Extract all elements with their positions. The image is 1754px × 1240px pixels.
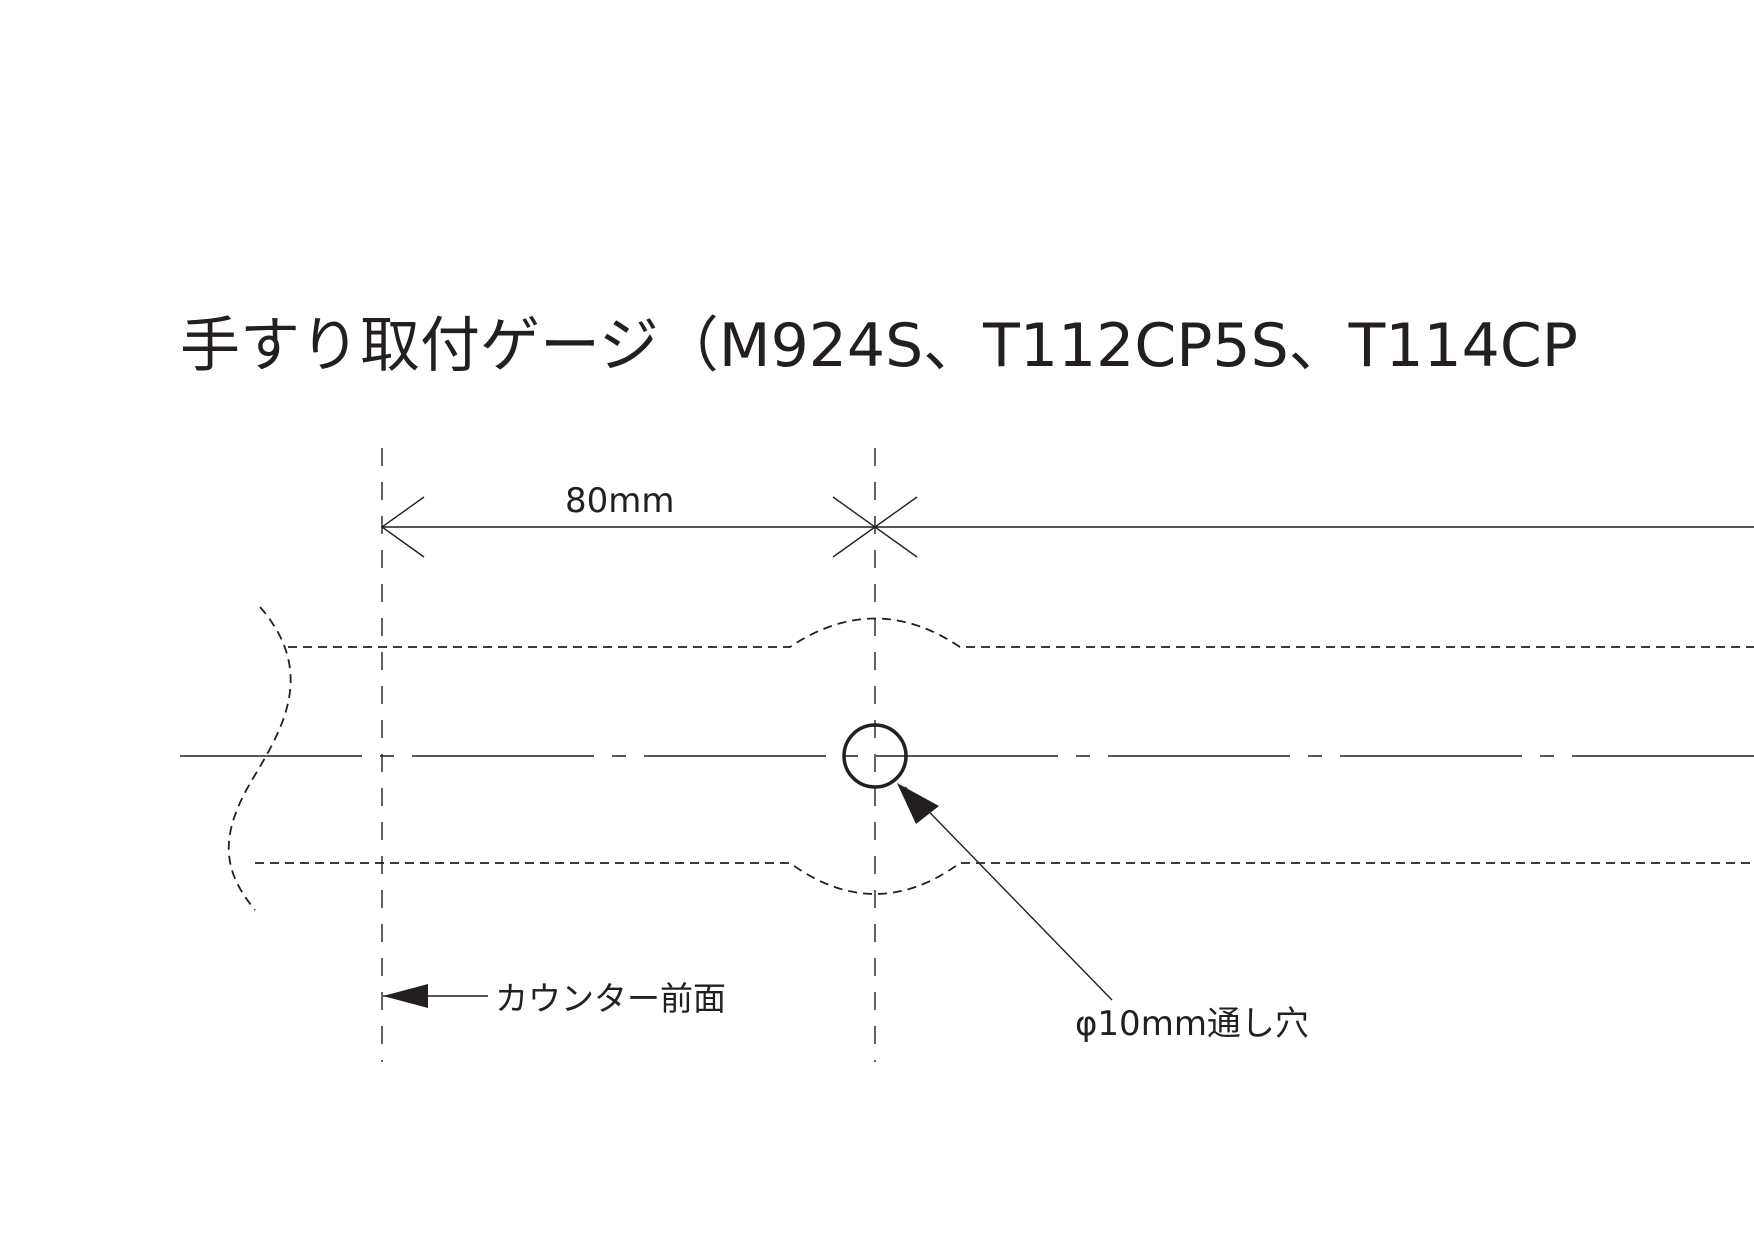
hole-leader-arrowhead xyxy=(897,783,939,824)
dimension-label: 80mm xyxy=(565,481,675,521)
dimension-arrow-left xyxy=(380,496,425,558)
handrail-top-edge xyxy=(288,617,1754,648)
break-line xyxy=(227,606,292,911)
counter-front-label: カウンター前面 xyxy=(495,979,726,1018)
hole-label: φ10mm通し穴 xyxy=(1075,1004,1309,1044)
drawing-title: 手すり取付ゲージ（M924S、T112CP5S、T114CP xyxy=(180,311,1578,381)
dimension-tick-b xyxy=(832,496,918,558)
through-hole xyxy=(842,723,908,789)
counter-leader-arrowhead xyxy=(383,984,428,1008)
hole-leader-line xyxy=(904,786,1113,1001)
